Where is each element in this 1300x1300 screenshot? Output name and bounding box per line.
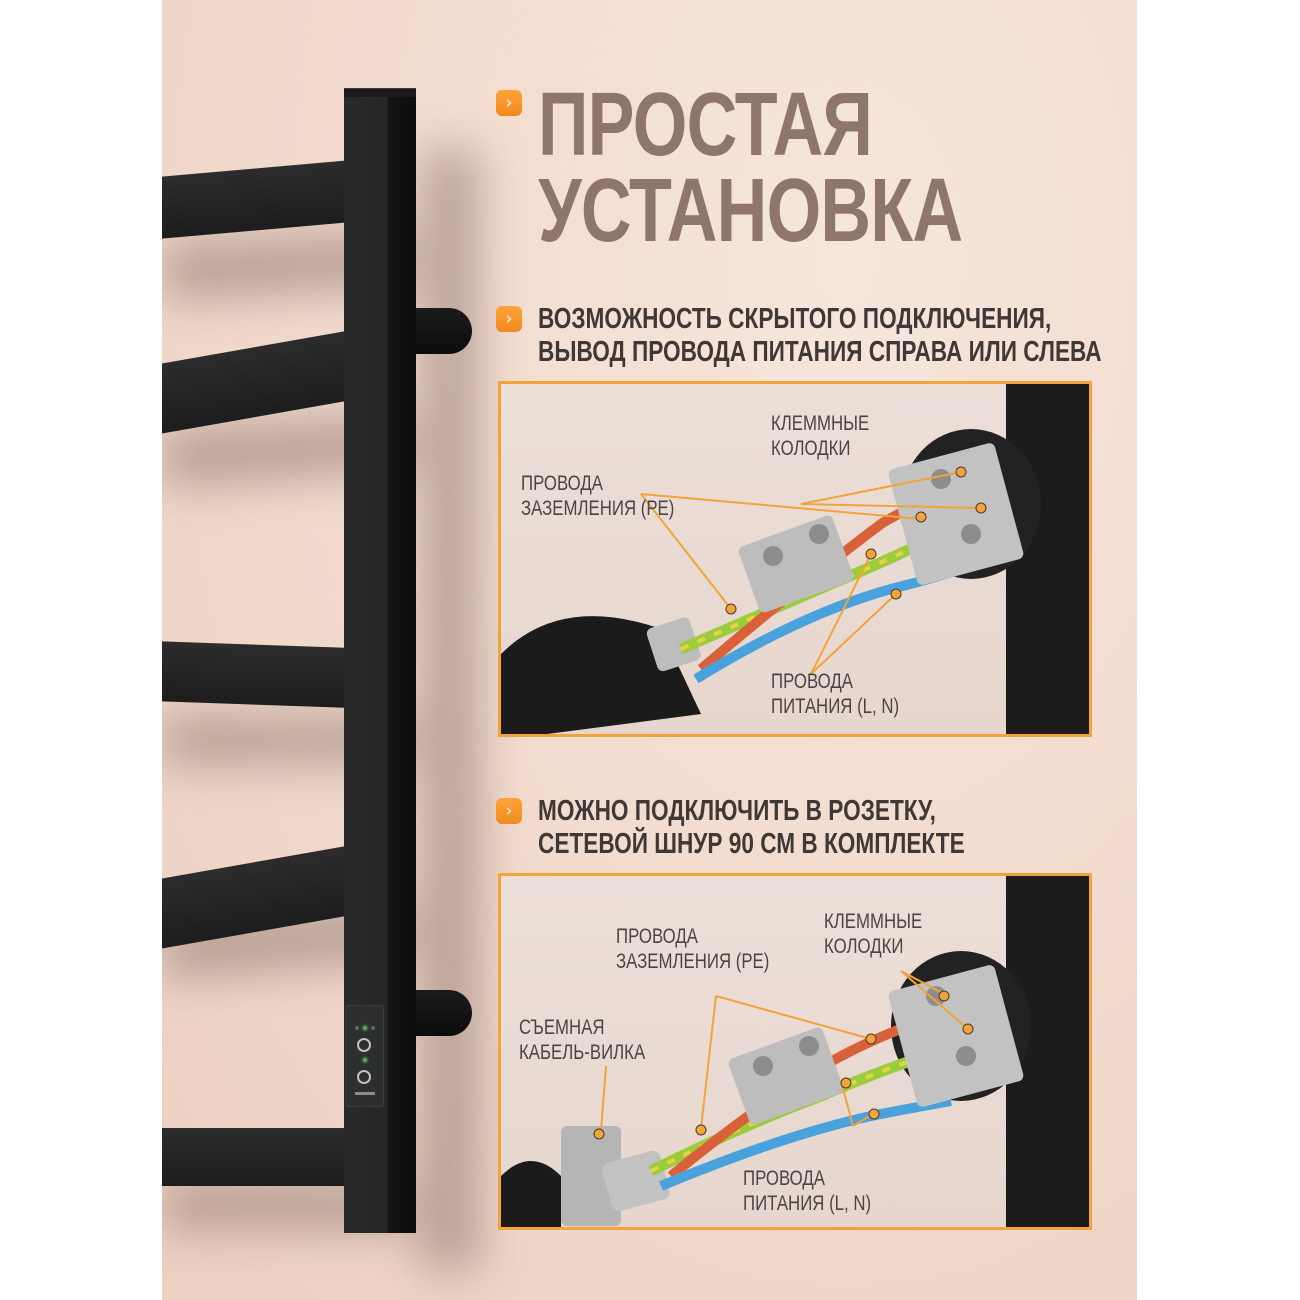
- towel-rail: [162, 160, 352, 239]
- led-indicator-icon: [355, 1026, 359, 1030]
- wiring-illustration: [501, 876, 1089, 1227]
- led-indicator-icon: [363, 1058, 367, 1062]
- feature-line: ВЫВОД ПРОВОДА ПИТАНИЯ СПРАВА ИЛИ СЛЕВА: [538, 336, 1102, 368]
- feature-plug-connection: МОЖНО ПОДКЛЮЧИТЬ В РОЗЕТКУ, СЕТЕВОЙ ШНУР…: [538, 795, 965, 861]
- label-power-wires: ПРОВОДА ПИТАНИЯ (L, N): [743, 1167, 872, 1215]
- label-removable-plug: СЪЕМНАЯ КАБЕЛЬ-ВИЛКА: [519, 1016, 646, 1064]
- brand-label: [355, 1092, 375, 1095]
- led-indicator-icon: [371, 1026, 375, 1030]
- label-terminal-blocks: КЛЕММНЫЕ КОЛОДКИ: [771, 412, 870, 460]
- towel-rail: [162, 641, 352, 708]
- feature-line: МОЖНО ПОДКЛЮЧИТЬ В РОЗЕТКУ,: [538, 795, 936, 827]
- title-line-2: УСТАНОВКА: [538, 161, 963, 261]
- wiring-diagram-plug: КЛЕММНЫЕ КОЛОДКИ ПРОВОДА ЗАЗЕМЛЕНИЯ (PE)…: [498, 873, 1092, 1230]
- chevron-right-icon: ›: [496, 798, 522, 824]
- feature-hidden-connection: ВОЗМОЖНОСТЬ СКРЫТОГО ПОДКЛЮЧЕНИЯ, ВЫВОД …: [538, 303, 1102, 369]
- chevron-right-icon: ›: [496, 90, 522, 116]
- feature-line: СЕТЕВОЙ ШНУР 90 СМ В КОМПЛЕКТЕ: [538, 828, 965, 860]
- product-infographic: › ПРОСТАЯ УСТАНОВКА › ВОЗМОЖНОСТЬ СКРЫТО…: [162, 0, 1137, 1300]
- power-button-icon[interactable]: [357, 1038, 371, 1052]
- towel-rail: [162, 1128, 352, 1186]
- feature-line: ВОЗМОЖНОСТЬ СКРЫТОГО ПОДКЛЮЧЕНИЯ,: [538, 303, 1052, 335]
- label-ground-wires: ПРОВОДА ЗАЗЕМЛЕНИЯ (PE): [521, 472, 675, 520]
- label-terminal-blocks: КЛЕММНЫЕ КОЛОДКИ: [824, 910, 923, 958]
- title-line-1: ПРОСТАЯ: [538, 75, 873, 175]
- power-button-icon[interactable]: [357, 1070, 371, 1084]
- post-cap: [344, 88, 416, 97]
- wall-mount: [412, 990, 472, 1036]
- led-indicator-icon: [363, 1026, 367, 1030]
- label-ground-wires: ПРОВОДА ЗАЗЕМЛЕНИЯ (PE): [616, 925, 770, 973]
- page-title: ПРОСТАЯ УСТАНОВКА: [538, 75, 963, 261]
- wall-mount: [412, 308, 472, 354]
- label-power-wires: ПРОВОДА ПИТАНИЯ (L, N): [771, 670, 900, 718]
- wiring-illustration: [501, 384, 1089, 734]
- control-panel: [346, 1005, 384, 1107]
- chevron-right-icon: ›: [496, 306, 522, 332]
- wiring-diagram-hidden: КЛЕММНЫЕ КОЛОДКИ ПРОВОДА ЗАЗЕМЛЕНИЯ (PE)…: [498, 381, 1092, 737]
